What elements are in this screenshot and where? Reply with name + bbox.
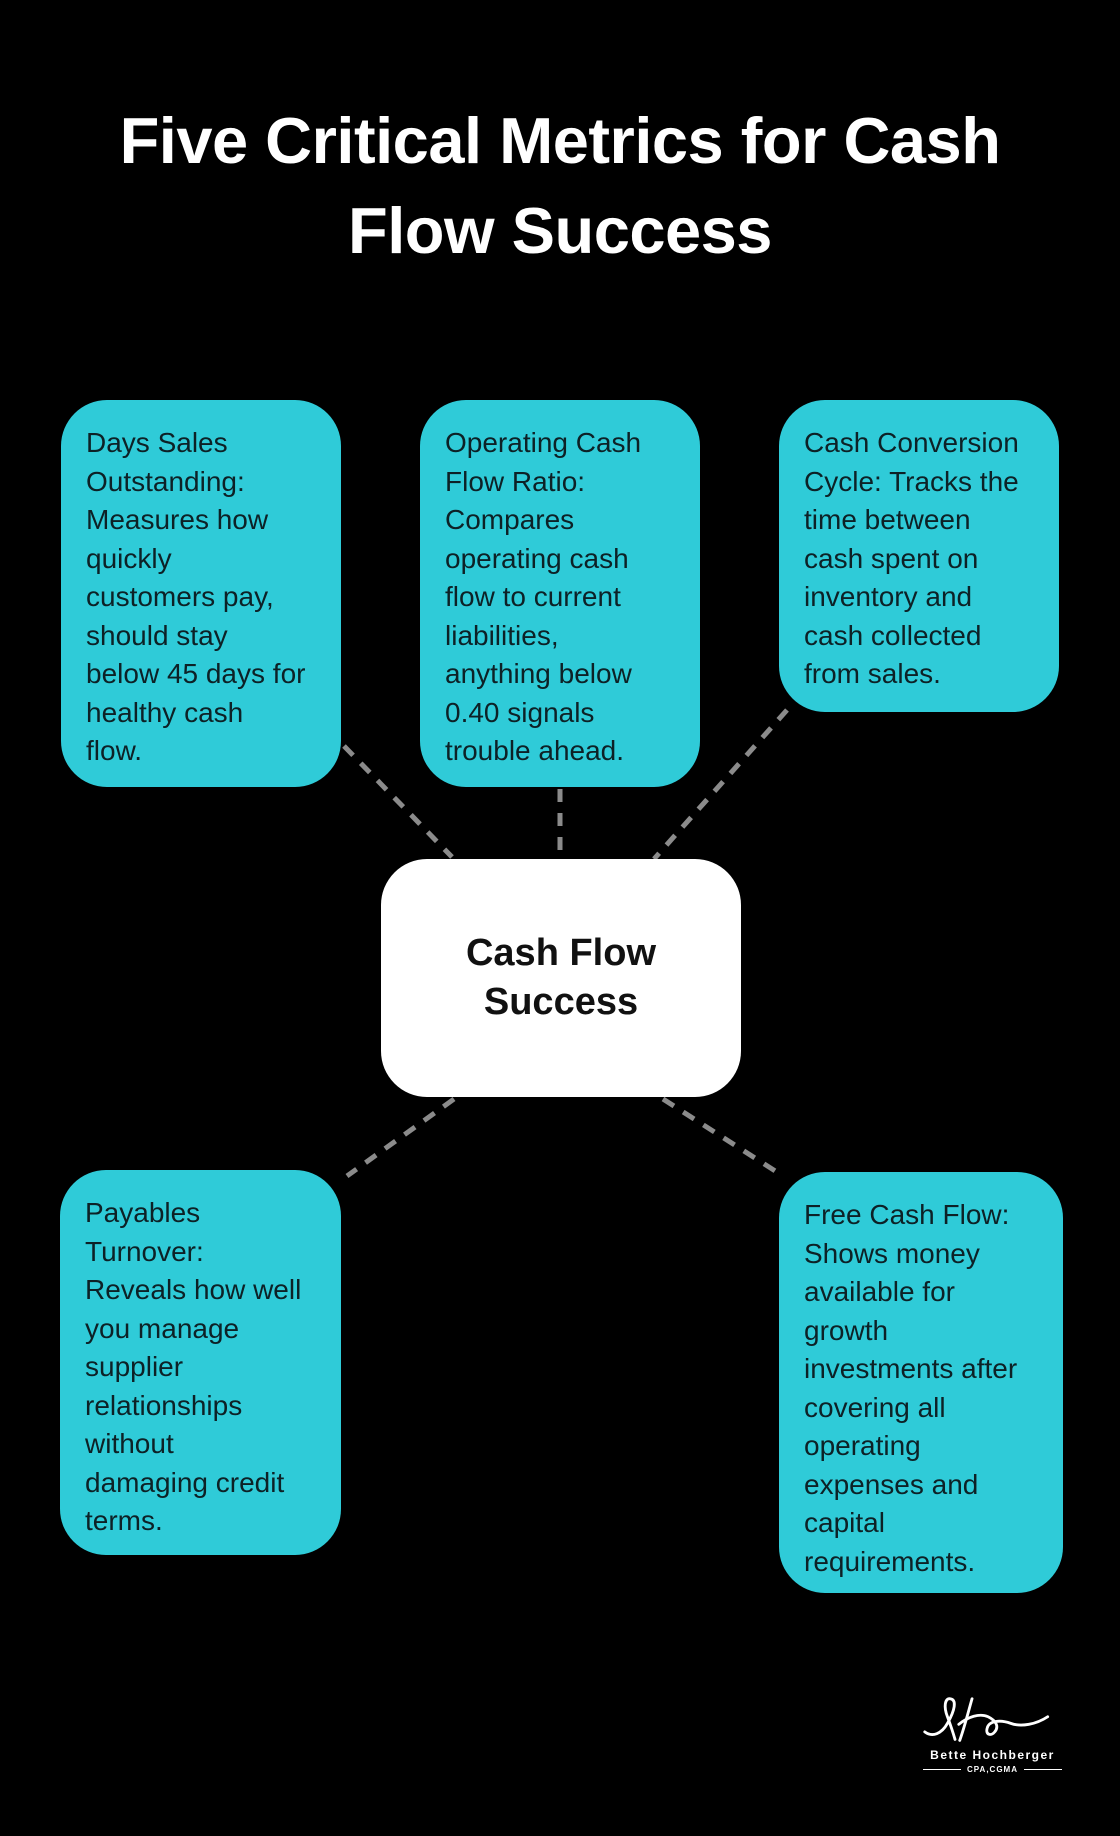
- metric-box-days-sales-outstanding: Days Sales Outstanding: Measures how qui…: [61, 400, 341, 787]
- page-title: Five Critical Metrics for Cash Flow Succ…: [119, 104, 1001, 267]
- metric-box-free-cash-flow: Free Cash Flow: Shows money available fo…: [779, 1172, 1063, 1593]
- metric-box-payables-turnover: Payables Turnover: Reveals how well you …: [60, 1170, 341, 1555]
- bh-monogram-icon: [923, 1697, 1050, 1742]
- brand-credentials-row: CPA,CGMA: [905, 1765, 1080, 1774]
- brand-credentials: CPA,CGMA: [967, 1765, 1018, 1774]
- center-node-cash-flow-success: Cash Flow Success: [381, 859, 741, 1097]
- credentials-left-rule: [923, 1769, 962, 1770]
- branding-block: Bette Hochberger CPA,CGMA: [905, 1695, 1080, 1790]
- connector-bottom-left: [345, 1096, 456, 1179]
- metric-box-operating-cash-flow-ratio: Operating Cash Flow Ratio: Compares oper…: [420, 400, 700, 787]
- credentials-right-rule: [1023, 1769, 1062, 1770]
- metric-box-cash-conversion-cycle: Cash Conversion Cycle: Tracks the time b…: [779, 400, 1059, 712]
- connector-bottom-right: [661, 1096, 785, 1179]
- brand-name: Bette Hochberger: [930, 1748, 1055, 1762]
